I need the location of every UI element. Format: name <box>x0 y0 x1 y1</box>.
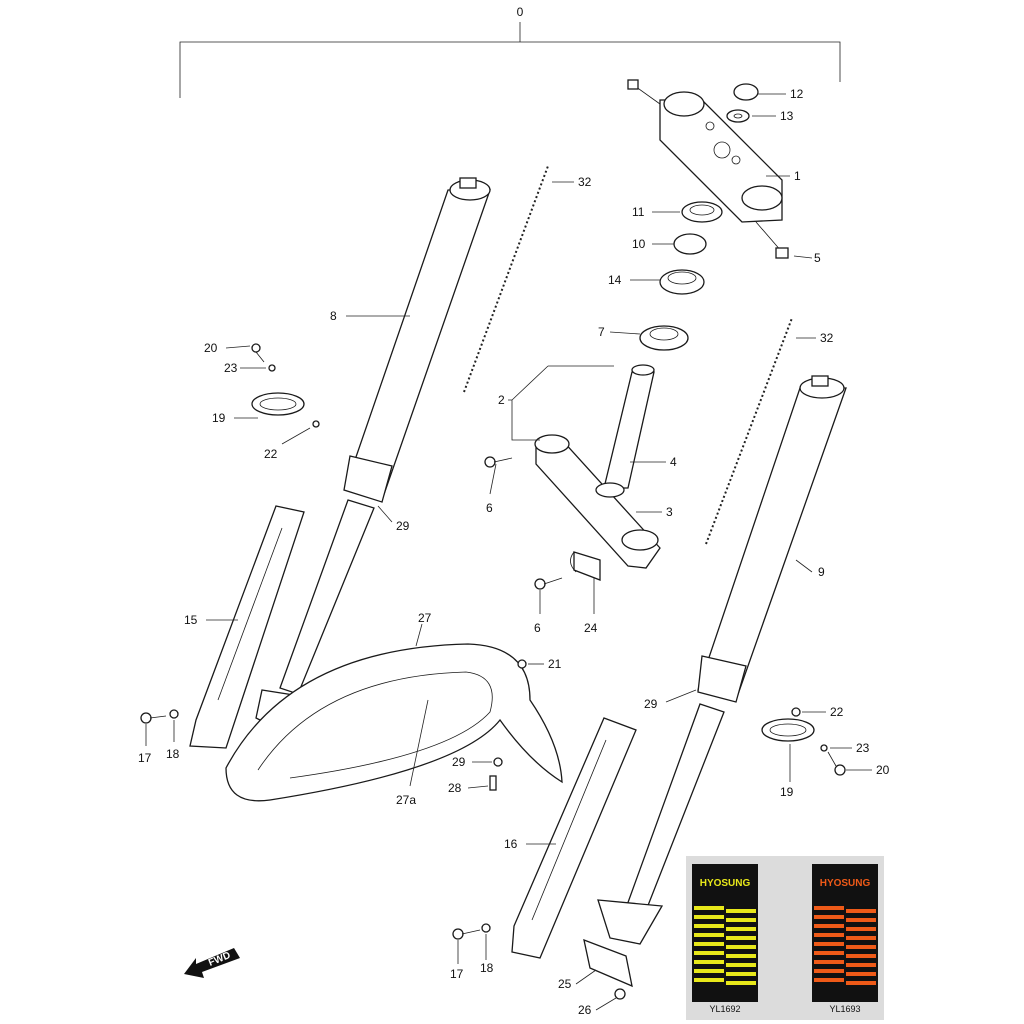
assembly-bracket <box>179 22 841 98</box>
sticker-stripes <box>694 906 756 985</box>
upper-bracket <box>627 79 789 259</box>
steering-stem <box>534 364 661 569</box>
part-label-23-left: 23 <box>224 361 238 375</box>
part-label-23-right: 23 <box>856 741 870 755</box>
part-label-20-left: 20 <box>204 341 218 355</box>
part-label-32-right: 32 <box>820 331 834 345</box>
part-label-2: 2 <box>498 393 505 407</box>
part-label-0: 0 <box>517 5 524 19</box>
part-label-17-right: 17 <box>450 967 464 981</box>
steering-bearing-stack <box>639 201 723 351</box>
part-label-19-right: 19 <box>780 785 794 799</box>
part-label-29-right: 29 <box>644 697 658 711</box>
part-label-32-left: 32 <box>578 175 592 189</box>
sticker-brand: HYOSUNG <box>819 878 871 889</box>
part-label-17-left: 17 <box>138 751 152 765</box>
front-fender <box>225 643 563 802</box>
part-label-22-left: 22 <box>264 447 278 461</box>
sticker-yellow: HYOSUNG <box>692 864 758 1002</box>
fork-leg-right <box>597 375 847 945</box>
part-label-18-right: 18 <box>480 961 494 975</box>
part-label-19-left: 19 <box>212 411 226 425</box>
part-label-4: 4 <box>670 455 677 469</box>
sticker-photo-panel: HYOSUNG YL1692 HYOSUNG <box>686 856 884 1020</box>
fork-guard-right <box>511 717 637 959</box>
part-label-11: 11 <box>632 205 645 219</box>
part-label-3: 3 <box>666 505 673 519</box>
sticker-code: YL1692 <box>709 1004 741 1014</box>
part-label-27a: 27a <box>396 793 416 807</box>
part-label-5: 5 <box>814 251 821 265</box>
fwd-label: FWD <box>207 950 232 969</box>
leader-lines <box>145 93 872 1011</box>
part-label-29-fender: 29 <box>452 755 466 769</box>
part-label-6-lower: 6 <box>534 621 541 635</box>
part-label-12: 12 <box>790 87 804 101</box>
fork-guard-left <box>189 505 305 749</box>
hose-clamp <box>570 551 601 581</box>
part-label-7: 7 <box>598 325 605 339</box>
part-label-28: 28 <box>448 781 462 795</box>
part-label-15: 15 <box>184 613 198 627</box>
part-label-14: 14 <box>608 273 622 287</box>
part-label-13: 13 <box>780 109 794 123</box>
sticker-brand: HYOSUNG <box>699 878 751 889</box>
part-label-21: 21 <box>548 657 562 671</box>
part-label-27: 27 <box>418 611 432 625</box>
part-label-16: 16 <box>504 837 518 851</box>
part-label-24: 24 <box>584 621 598 635</box>
part-label-22-right: 22 <box>830 705 844 719</box>
part-label-9: 9 <box>818 565 825 579</box>
cap-nut <box>726 83 759 123</box>
part-labels: 0 12 13 1 5 11 10 14 7 32 32 2 4 3 8 6 6… <box>138 5 890 1017</box>
forward-direction-arrow-icon: FWD <box>182 944 242 980</box>
part-label-25: 25 <box>558 977 572 991</box>
fork-clamp-right <box>761 718 815 742</box>
part-label-8: 8 <box>330 309 337 323</box>
part-label-10: 10 <box>632 237 646 251</box>
sticker-orange: HYOSUNG <box>812 864 878 1002</box>
part-label-20-right: 20 <box>876 763 890 777</box>
sticker-stripes <box>814 906 876 985</box>
fork-clamp-left <box>251 392 305 416</box>
part-label-1: 1 <box>794 169 801 183</box>
part-label-29-left: 29 <box>396 519 410 533</box>
part-label-26: 26 <box>578 1003 592 1017</box>
sticker-code: YL1693 <box>829 1004 861 1014</box>
part-label-18-left: 18 <box>166 747 180 761</box>
fasteners <box>140 343 846 1000</box>
part-label-6-upper: 6 <box>486 501 493 515</box>
